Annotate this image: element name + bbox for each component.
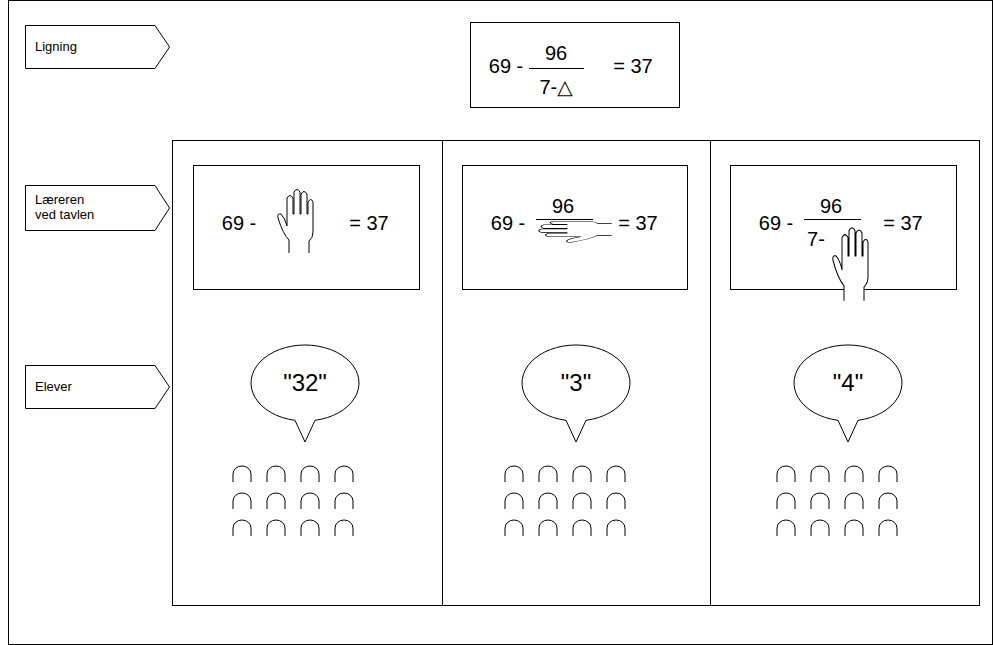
bubble-shape (251, 345, 359, 442)
answer-slot: "32" (283, 370, 327, 396)
blackboard: 69 - = 37 (193, 165, 420, 290)
term-slot: 7- (807, 229, 825, 250)
equation-term: = 37 (618, 213, 657, 233)
covering-hand (833, 228, 868, 301)
blackboard: 69 - 96 = 37 (462, 165, 688, 290)
term-slot: = 37 (883, 213, 922, 234)
answer-slot: "4" (833, 370, 863, 396)
term-slot: 69 - (759, 213, 793, 234)
equation-term: = 37 (883, 213, 922, 233)
equation-term: = 37 (613, 56, 652, 76)
student-answer: "32" (283, 370, 327, 396)
equation-term: 69 - (489, 56, 523, 76)
term-slot: 69 - (222, 213, 256, 234)
tag-shape (26, 186, 170, 231)
blackboard: 69 - 96 7- = 37 (730, 165, 957, 290)
term-slot: 96 (820, 196, 842, 217)
outer-frame (9, 1, 993, 645)
term-slot: 69 - (491, 213, 525, 234)
row-tag: Ligning (25, 25, 170, 69)
speech-bubble: "3" (520, 343, 632, 443)
row-label: Læreren ved tavlen (35, 193, 103, 223)
tag-shape (26, 26, 170, 69)
equation-term: = 37 (349, 213, 388, 233)
equation-term: 69 - (491, 213, 525, 233)
student-group (233, 466, 353, 536)
column-divider (710, 141, 711, 606)
student-answer: "3" (561, 370, 591, 396)
table-frame (173, 141, 980, 606)
student-group (777, 466, 897, 536)
term-slot: 7-△ (539, 77, 572, 98)
covering-hand (539, 221, 612, 242)
student-answer: "4" (833, 370, 863, 396)
bubble-shape (794, 345, 902, 442)
row-tag: Læreren ved tavlen (25, 185, 170, 231)
speech-bubble: "4" (792, 343, 904, 443)
row-label: Elever (35, 380, 72, 395)
term-slot: 69 - (489, 56, 523, 77)
student-group (505, 466, 625, 536)
equation-term: 96 (545, 43, 567, 63)
term-slot: = 37 (349, 213, 388, 234)
equation-term: 7-△ (539, 77, 572, 97)
covering-hand (278, 190, 313, 254)
column-divider (442, 141, 443, 606)
equation-term: 7- (807, 229, 825, 249)
equation-box: 69 - 96 7-△ = 37 (470, 22, 680, 108)
bubble-shape (522, 345, 630, 442)
fraction-bar (804, 219, 861, 220)
answer-slot: "3" (561, 370, 591, 396)
tag-shape (26, 366, 170, 409)
term-slot: 96 (545, 43, 567, 64)
term-slot: 96 (552, 196, 574, 217)
term-slot: = 37 (618, 213, 657, 234)
fraction-bar (536, 219, 593, 220)
equation-term: 96 (820, 196, 842, 216)
speech-bubble: "32" (249, 343, 361, 443)
row-label: Ligning (35, 40, 77, 55)
fraction-bar (529, 68, 584, 69)
row-tag: Elever (25, 365, 170, 409)
equation-term: 69 - (759, 213, 793, 233)
equation-term: 96 (552, 196, 574, 216)
term-slot: = 37 (613, 56, 652, 77)
equation-term: 69 - (222, 213, 256, 233)
